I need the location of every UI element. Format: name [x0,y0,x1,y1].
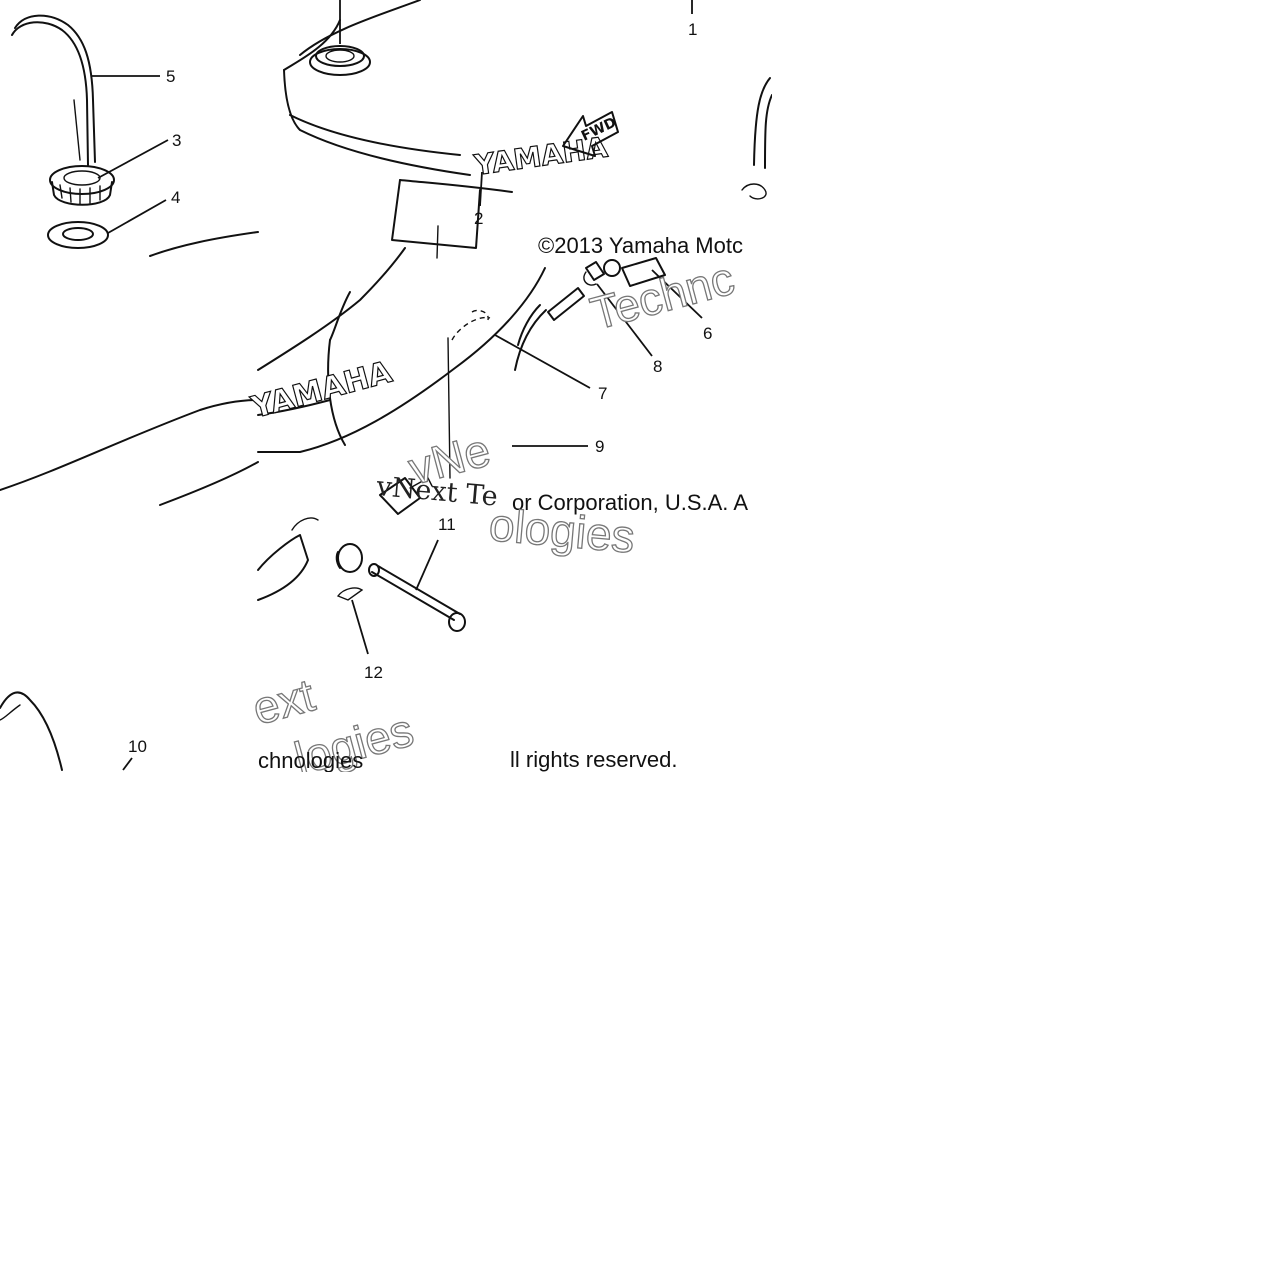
part-6-fuel-cock [585,257,703,319]
part-number-12: 12 [364,663,383,682]
watermark-ext: ext [247,668,320,734]
part-2-leader [479,171,483,207]
part-number-11: 11 [438,515,456,534]
part-number-6: 6 [703,324,712,343]
tank-side-brand: YAMAHA [247,355,396,426]
part-number-1: 1 [688,20,697,39]
watermark-chnologies: chnologies [258,748,363,773]
part-5-hose [11,14,96,166]
part-number-2: 2 [474,209,483,228]
part-11-bolt [368,539,466,632]
part-number-7: 7 [598,384,607,403]
part-4-gasket [47,221,109,249]
mount-bracket [257,517,319,601]
copyright-fragment-top: ©2013 Yamaha Motc [538,233,743,258]
part-number-8: 8 [653,357,662,376]
part-8-clip [583,271,653,357]
part-4-leader [107,199,167,234]
copyright-fragment-mid: or Corporation, U.S.A. A [512,490,748,515]
part-3-leader [97,139,169,179]
seat-outline [149,231,259,257]
part-number-9: 9 [595,437,604,456]
part-number-5: 5 [166,67,175,86]
part-12-pin [336,587,369,655]
damper-grommet [335,477,433,573]
part-3-cap [49,165,115,206]
watermark-technc: Technc [585,252,739,340]
copyright-fragment-bottom: ll rights reserved. [510,747,678,772]
part-7-fuel-hose [494,287,591,389]
part-number-4: 4 [171,188,180,207]
part-number-3: 3 [172,131,181,150]
part-9-mount [447,337,588,479]
part-number-10: 10 [128,737,147,756]
part-10-panel [0,691,133,771]
part-2-tank-front [283,0,513,249]
vent-hose-right [741,77,773,200]
